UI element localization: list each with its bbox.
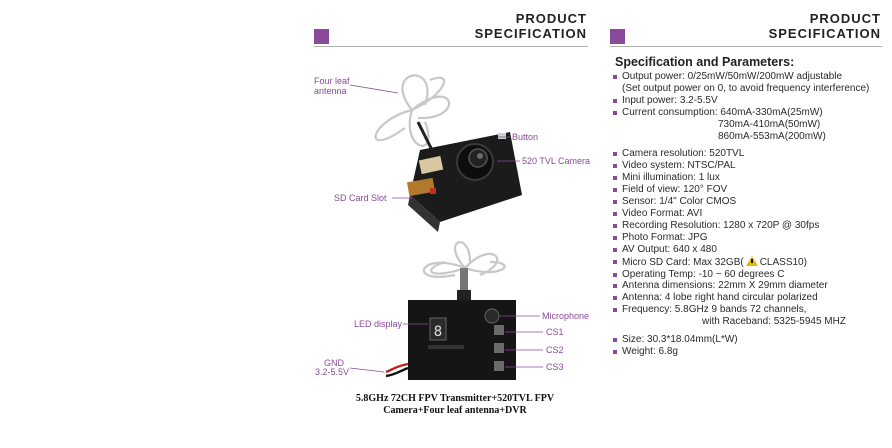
spec-text: Video Format: AVI [622, 207, 703, 219]
spec-item: Output power: 0/25mW/50mW/200mW adjustab… [612, 71, 882, 83]
spec-text: 730mA-410mA(50mW) [718, 118, 821, 130]
svg-text:8: 8 [434, 324, 442, 340]
spec-text: Mini illumination: 1 lux [622, 172, 720, 184]
callout-microphone: Microphone [542, 311, 590, 321]
spec-title: Specification and Parameters: [615, 55, 795, 69]
callout-cs2: CS2 [546, 345, 564, 355]
figure-caption: 5.8GHz 72CH FPV Transmitter+520TVL FPV C… [340, 393, 570, 417]
callout-gnd: GND [324, 358, 344, 368]
caption-line1: 5.8GHz 72CH FPV Transmitter+520TVL FPV [355, 393, 555, 404]
callout-cs1: CS1 [546, 327, 564, 337]
camera-board-icon [406, 132, 522, 232]
spec-item: Camera resolution: 520TVL [612, 148, 882, 160]
spec-text: Size: 30.3*18.04mm(L*W) [622, 334, 738, 346]
spec-item: AV Output: 640 x 480 [612, 244, 882, 256]
spec-text: Recording Resolution: 1280 x 720P @ 30fp… [622, 219, 820, 231]
left-accent-square [314, 29, 329, 44]
spec-item: Antenna: 4 lobe right hand circular pola… [612, 292, 882, 304]
caption-line2: Camera+Four leaf antenna+DVR [383, 405, 527, 416]
spec-item: Current consumption: 640mA-330mA(25mW) [612, 107, 882, 119]
spec-list: Output power: 0/25mW/50mW/200mW adjustab… [612, 71, 882, 358]
spec-item: Mini illumination: 1 lux [612, 172, 882, 184]
left-header-rule [314, 46, 588, 47]
right-accent-square [610, 29, 625, 44]
transmitter-board-icon: 8 [385, 300, 516, 380]
callout-button: Button [512, 132, 539, 142]
product-figure: 8 [349, 74, 543, 380]
right-header-rule [610, 46, 882, 47]
spec-item: with Raceband: 5325-5945 MHZ [612, 316, 882, 328]
spec-text: Weight: 6.8g [622, 345, 678, 357]
spec-item: Photo Format: JPG [612, 232, 882, 244]
spec-text: Video system: NTSC/PAL [622, 160, 736, 172]
callout-four-leaf-antenna: Four leaf antenna [314, 76, 350, 96]
antenna-bottom-icon [422, 241, 506, 278]
spec-text: Field of view: 120° FOV [622, 184, 728, 196]
spec-text: Antenna dimensions: 22mm X 29mm diameter [622, 280, 828, 292]
spec-item: Weight: 6.8g [612, 346, 882, 358]
callout-four-leaf-line1: Four leaf [314, 76, 350, 86]
spec-item: Sensor: 1/4" Color CMOS [612, 196, 882, 208]
spec-item: Input power: 3.2-5.5V [612, 95, 882, 107]
spec-item: Operating Temp: -10 ~ 60 degrees C [612, 269, 882, 281]
spec-text: Photo Format: JPG [622, 231, 708, 243]
callout-four-leaf-line2: antenna [314, 86, 347, 96]
callout-camera: 520 TVL Camera [522, 156, 591, 166]
spec-item: Micro SD Card: Max 32GB( CLASS10) [612, 255, 882, 269]
spec-text: 860mA-553mA(200mW) [718, 130, 826, 142]
spec-item: Antenna dimensions: 22mm X 29mm diameter [612, 280, 882, 292]
spec-text-after: CLASS10) [759, 256, 807, 268]
spec-item: Size: 30.3*18.04mm(L*W) [612, 334, 882, 346]
spec-text: Frequency: 5.8GHz 9 bands 72 channels, [622, 304, 807, 316]
spec-text: Output power: 0/25mW/50mW/200mW adjustab… [622, 71, 843, 82]
right-header-line2: SPECIFICATION [768, 26, 881, 41]
spec-text: with Raceband: 5325-5945 MHZ [702, 316, 846, 328]
callout-led-display: LED display [354, 319, 403, 329]
callout-cs3: CS3 [546, 362, 564, 372]
left-header: PRODUCT SPECIFICATION [400, 11, 587, 41]
spec-text: Micro SD Card: Max 32GB( [622, 256, 744, 268]
callout-sd-card-slot: SD Card Slot [334, 193, 387, 203]
spec-item: (Set output power on 0, to avoid frequen… [612, 83, 882, 95]
spec-item: Video Format: AVI [612, 208, 882, 220]
left-header-line1: PRODUCT [515, 11, 587, 26]
spec-item: 730mA-410mA(50mW) [612, 119, 882, 131]
spec-text: Current consumption: 640mA-330mA(25mW) [622, 106, 823, 118]
spec-text: Input power: 3.2-5.5V [622, 94, 718, 106]
spec-text: (Set output power on 0, to avoid frequen… [622, 82, 870, 94]
right-header: PRODUCT SPECIFICATION [700, 11, 881, 41]
spec-text: Camera resolution: 520TVL [622, 148, 745, 160]
left-header-line2: SPECIFICATION [474, 26, 587, 41]
warning-icon [745, 255, 758, 266]
spec-item: 860mA-553mA(200mW) [612, 131, 882, 143]
spec-item: Video system: NTSC/PAL [612, 160, 882, 172]
spec-text: Antenna: 4 lobe right hand circular pola… [622, 292, 818, 304]
antenna-top-icon [374, 74, 451, 147]
spec-item: Frequency: 5.8GHz 9 bands 72 channels, [612, 304, 882, 316]
spec-text: Sensor: 1/4" Color CMOS [622, 196, 737, 208]
right-header-line1: PRODUCT [809, 11, 881, 26]
spec-item: Field of view: 120° FOV [612, 184, 882, 196]
spec-text: AV Output: 640 x 480 [622, 243, 717, 255]
spec-text: Operating Temp: -10 ~ 60 degrees C [622, 268, 785, 280]
spec-item: Recording Resolution: 1280 x 720P @ 30fp… [612, 220, 882, 232]
callout-voltage: 3.2-5.5V [315, 367, 350, 377]
